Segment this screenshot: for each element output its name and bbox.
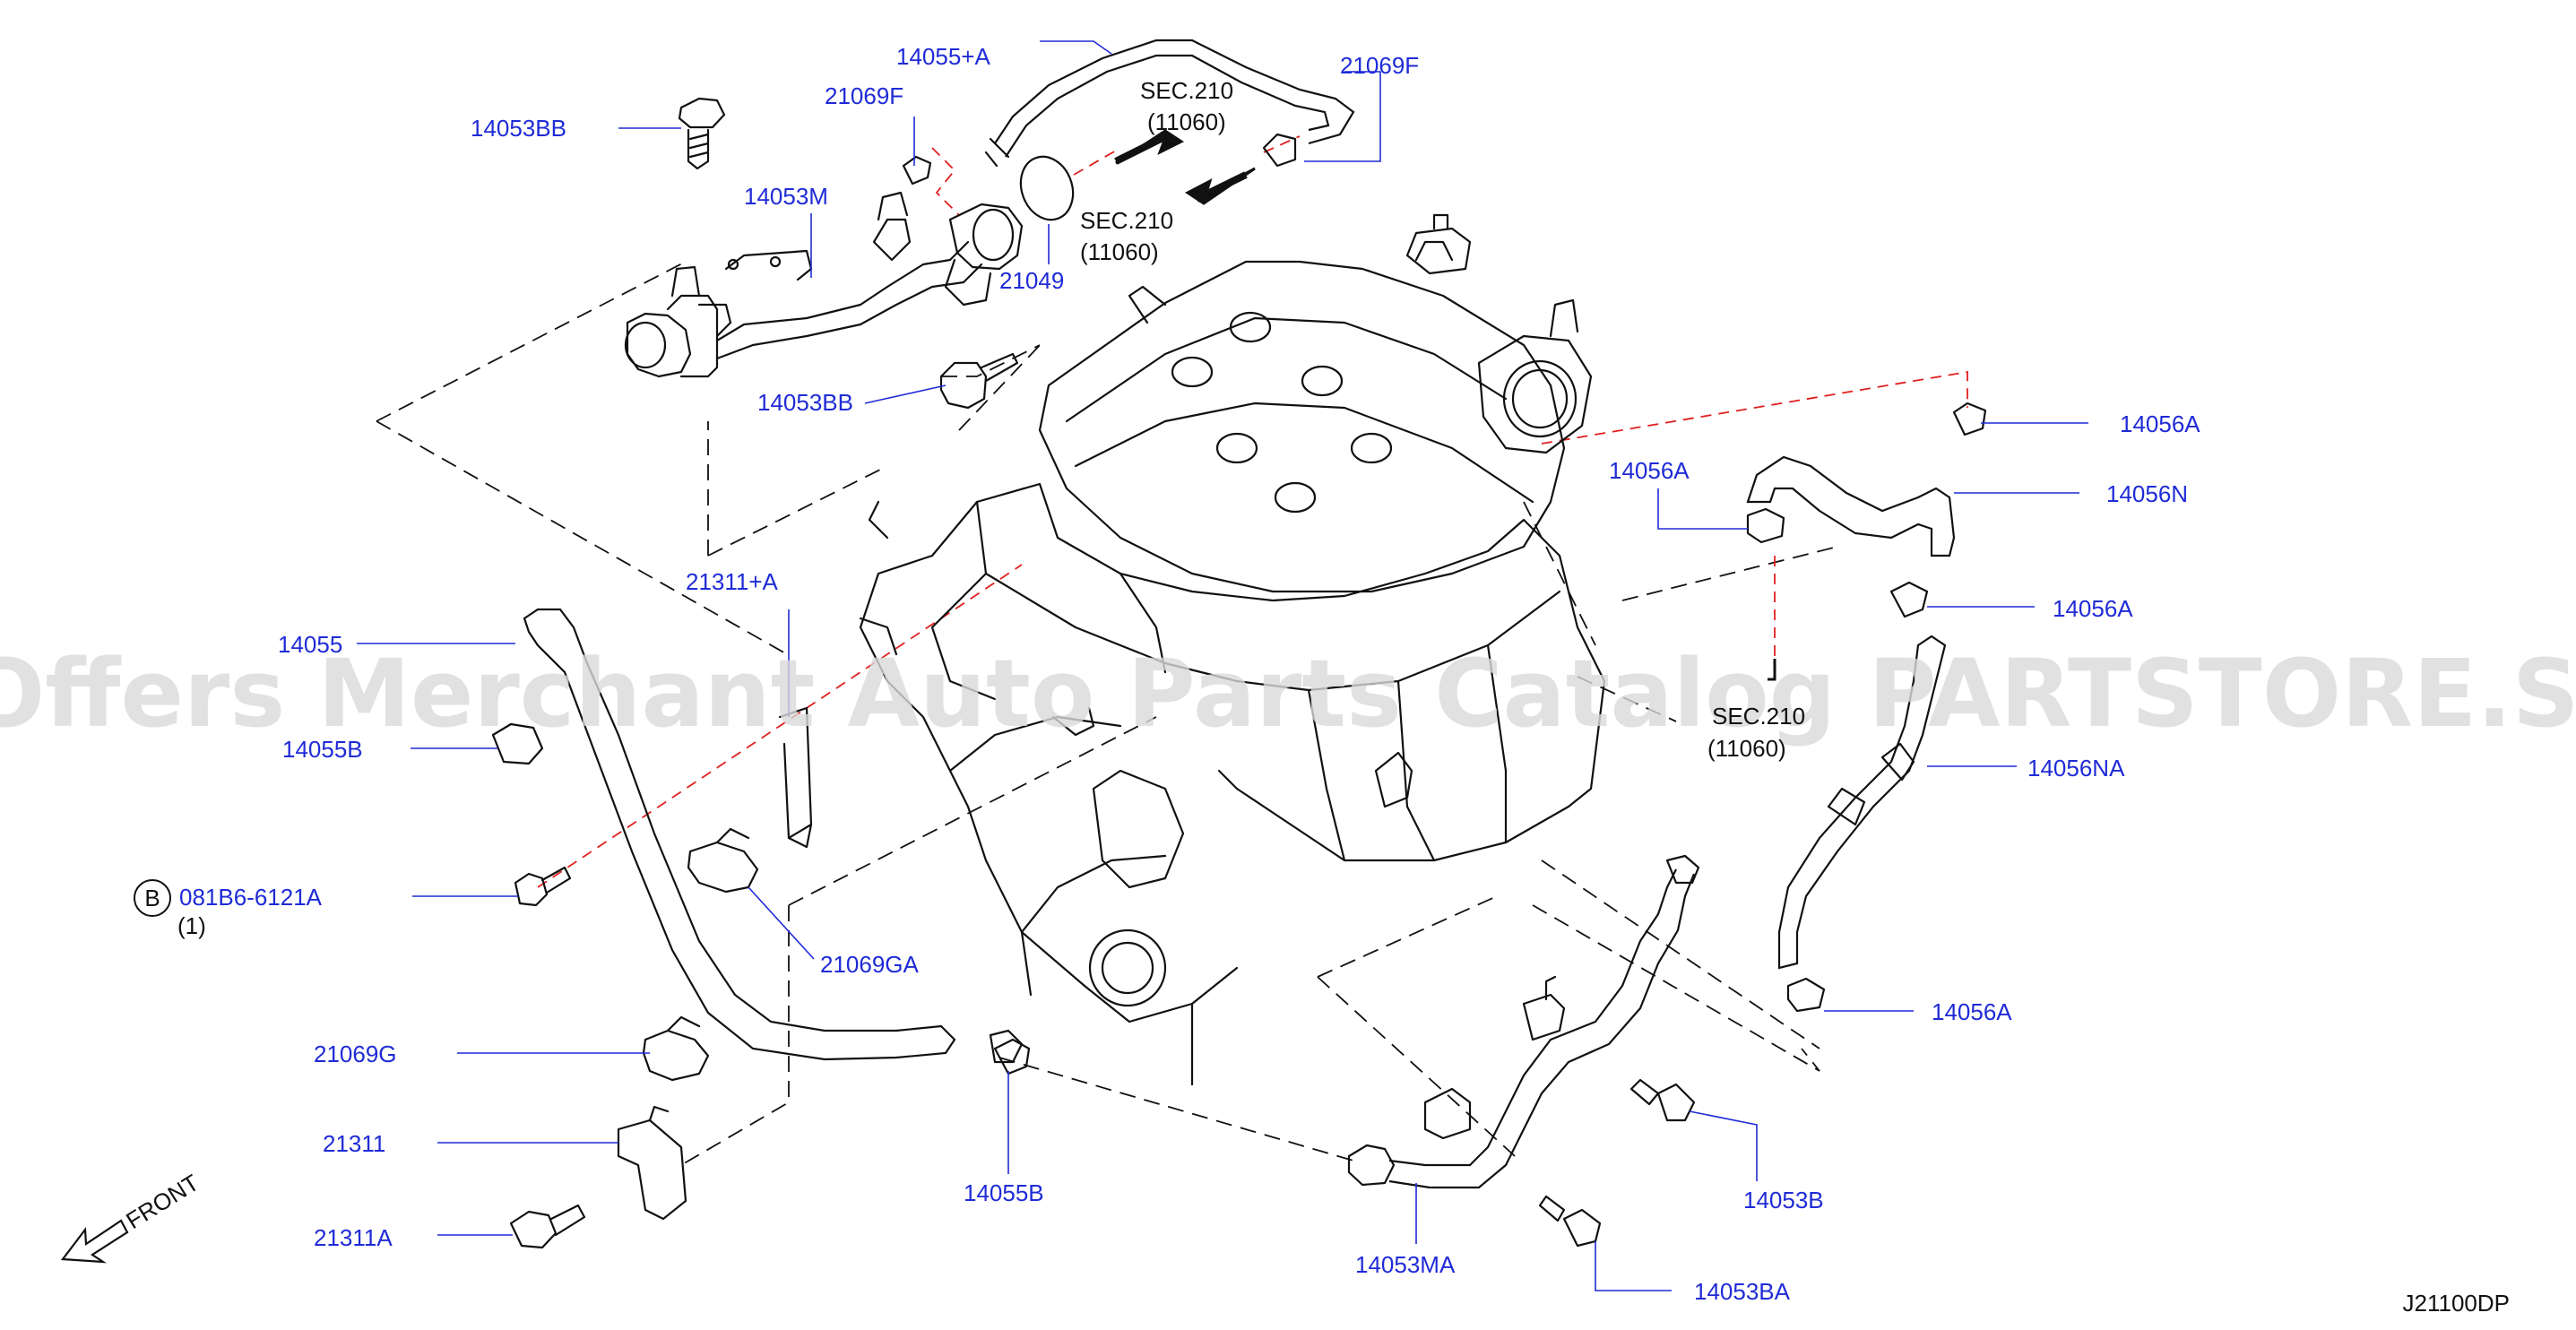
section-arrows xyxy=(1114,129,1256,205)
callout-14056n[interactable]: 14056N xyxy=(2106,480,2188,507)
front-indicator: FRONT xyxy=(60,1169,203,1264)
bolt-14053bb-top xyxy=(678,97,726,170)
callout-21311a[interactable]: 21311A xyxy=(314,1224,393,1251)
clamp-14055b-bottom xyxy=(993,1038,1031,1075)
callout-21311-a[interactable]: 21311+A xyxy=(686,568,779,595)
callout-14055[interactable]: 14055 xyxy=(278,631,342,658)
water-pipe-14053ma xyxy=(1347,854,1700,1189)
callout-081b6-6121a[interactable]: 081B6-6121A xyxy=(179,884,323,911)
watermark: Offers Merchant Auto Parts Catalog PARTS… xyxy=(0,639,2576,748)
bracket-21311-a xyxy=(778,706,813,849)
callout-14056a-upper-left[interactable]: 14056A xyxy=(1609,457,1690,484)
bolt-081b6 xyxy=(514,866,572,907)
leader-lines xyxy=(357,40,2088,1291)
callout-21069g[interactable]: 21069G xyxy=(314,1041,397,1067)
diagram-code: J21100DP xyxy=(2403,1290,2511,1317)
sec-ref-top-a-line2: (11060) xyxy=(1147,108,1226,135)
callout-14056a-top-right[interactable]: 14056A xyxy=(2120,410,2200,437)
bolt-14053b xyxy=(1629,1078,1696,1122)
guide-lines xyxy=(376,261,1838,1166)
red-guide-lines xyxy=(537,135,1968,888)
bolt-21311a xyxy=(509,1204,586,1249)
bolt-14053ba xyxy=(1538,1195,1602,1248)
callout-14055b-left[interactable]: 14055B xyxy=(282,736,363,763)
callout-14053bb-middle[interactable]: 14053BB xyxy=(757,389,853,416)
callout-14055-a[interactable]: 14055+A xyxy=(896,43,990,70)
badge-b-letter: B xyxy=(144,885,160,911)
part-callouts: 14055+A 21069F 21069F 14053BB 14053M 210… xyxy=(134,43,2200,1305)
heater-hose-14055 xyxy=(491,608,1024,1064)
hose-14056n xyxy=(1746,402,1987,557)
water-outlet-assembly xyxy=(624,191,1024,378)
callout-14053ma[interactable]: 14053MA xyxy=(1355,1251,1456,1278)
section-labels: SEC.210 (11060) SEC.210 (11060) SEC.210 … xyxy=(1080,77,1805,762)
callout-14053m[interactable]: 14053M xyxy=(744,183,828,210)
clip-21069g xyxy=(642,1015,710,1082)
callout-14053bb-top[interactable]: 14053BB xyxy=(471,115,566,142)
hose-14055-a xyxy=(984,39,1355,168)
sec-ref-top-b-line1: SEC.210 xyxy=(1080,207,1173,234)
callout-21311[interactable]: 21311 xyxy=(323,1130,385,1157)
badge-b: B xyxy=(134,879,171,917)
callout-14055b-bottom[interactable]: 14055B xyxy=(964,1179,1044,1206)
callout-21069f-right[interactable]: 21069F xyxy=(1340,52,1419,79)
bracket-21311 xyxy=(617,1105,687,1221)
sec-ref-top-a-line1: SEC.210 xyxy=(1140,77,1233,104)
engine-assembly xyxy=(859,213,1606,1086)
bolt-14053bb-middle xyxy=(939,352,1019,410)
callout-21049[interactable]: 21049 xyxy=(999,267,1064,294)
clip-21069ga xyxy=(687,827,759,894)
sec-ref-right-line1: SEC.210 xyxy=(1712,703,1805,730)
callout-14053ba[interactable]: 14053BA xyxy=(1694,1278,1791,1305)
callout-21069ga[interactable]: 21069GA xyxy=(820,951,920,978)
callout-081b6-qty: (1) xyxy=(177,912,206,939)
callout-14056a-bottom[interactable]: 14056A xyxy=(1932,998,2012,1025)
callout-14056a-middle[interactable]: 14056A xyxy=(2053,595,2133,622)
callout-14053b[interactable]: 14053B xyxy=(1743,1187,1824,1213)
sec-ref-top-b-line2: (11060) xyxy=(1080,238,1159,265)
sec-ref-right-line2: (11060) xyxy=(1707,735,1786,762)
hose-14056na xyxy=(1777,581,1947,1013)
front-label: FRONT xyxy=(121,1169,203,1234)
callout-21069f-left[interactable]: 21069F xyxy=(825,82,903,109)
callout-14056na[interactable]: 14056NA xyxy=(2027,755,2125,782)
